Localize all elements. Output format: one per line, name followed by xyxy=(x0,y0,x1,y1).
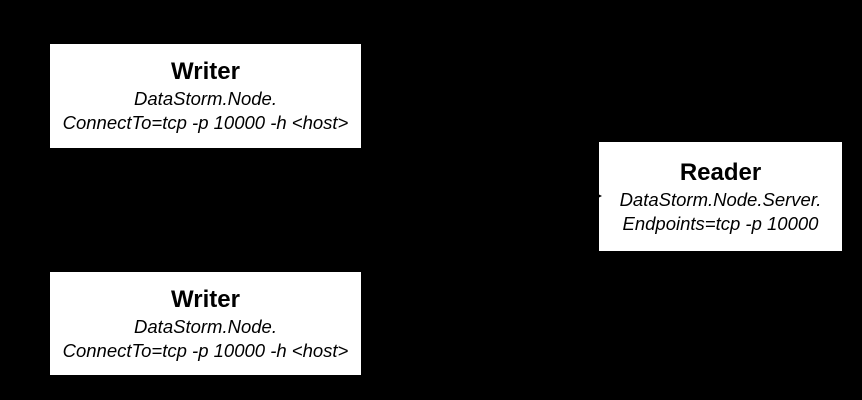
arrowhead-icon xyxy=(596,193,602,199)
node-config-line-2: Endpoints=tcp -p 10000 xyxy=(622,212,819,234)
reader-node: Reader DataStorm.Node.Server. Endpoints=… xyxy=(599,142,842,251)
writer-node-bottom: Writer DataStorm.Node. ConnectTo=tcp -p … xyxy=(50,272,361,375)
node-config-line-1: DataStorm.Node.Server. xyxy=(619,188,822,210)
node-title: Writer xyxy=(171,58,240,85)
node-config-line-1: DataStorm.Node. xyxy=(134,315,277,337)
node-title: Reader xyxy=(679,158,762,186)
node-config-line-2: ConnectTo=tcp -p 10000 -h <host> xyxy=(62,112,349,133)
node-config-line-1: DataStorm.Node. xyxy=(134,88,277,109)
writer-node-top: Writer DataStorm.Node. ConnectTo=tcp -p … xyxy=(50,44,361,148)
node-title: Writer xyxy=(171,285,240,313)
node-config-line-2: ConnectTo=tcp -p 10000 -h <host> xyxy=(62,339,349,361)
